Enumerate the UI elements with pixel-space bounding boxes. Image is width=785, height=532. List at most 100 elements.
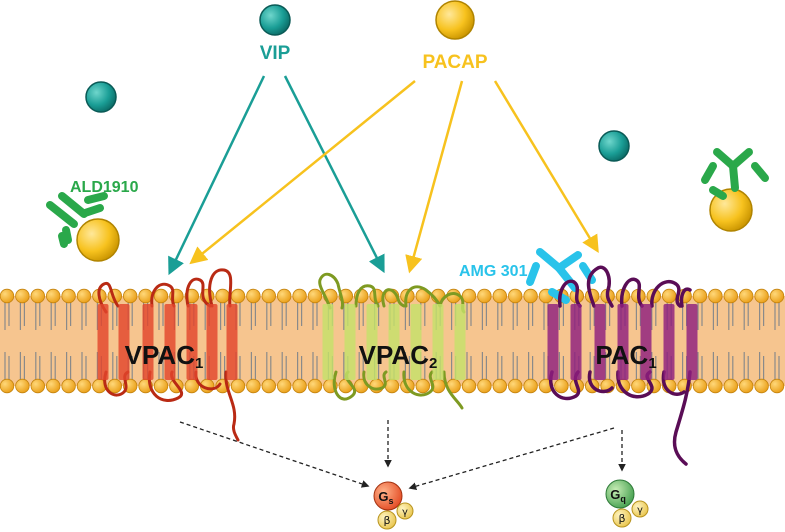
vpac1-label: VPAC1 bbox=[125, 340, 204, 372]
lipid-head bbox=[692, 288, 708, 304]
lipid-tail bbox=[743, 352, 749, 380]
lipid-tail bbox=[497, 302, 503, 330]
lipid-head bbox=[461, 288, 477, 304]
lipid-head bbox=[0, 378, 15, 394]
gs-protein: Gs β γ bbox=[373, 481, 414, 530]
lipid-head bbox=[0, 288, 15, 304]
lipid-tail bbox=[281, 352, 287, 380]
lipid-tail bbox=[50, 302, 56, 330]
vpac2-label: VPAC2 bbox=[359, 340, 438, 372]
gq-alpha-subunit bbox=[605, 479, 635, 509]
lipid-tail bbox=[481, 302, 487, 330]
lipid-tail bbox=[466, 302, 472, 330]
pac1-to-gs-arrow bbox=[408, 427, 615, 490]
gq-gamma-subunit bbox=[631, 500, 649, 518]
transmembrane-helix bbox=[206, 304, 218, 380]
lipid-head bbox=[292, 378, 307, 394]
lipid-tail bbox=[19, 352, 25, 380]
pacap-to-pac1-arrow bbox=[493, 80, 599, 253]
lipid-head bbox=[15, 378, 30, 394]
lipid-tail bbox=[312, 302, 318, 330]
antibody-shape bbox=[46, 192, 108, 248]
lipid-head bbox=[122, 288, 138, 304]
lipid-head bbox=[492, 288, 508, 304]
lipid-tail bbox=[35, 302, 41, 330]
transmembrane-helix bbox=[454, 304, 466, 380]
ald1910-antibody bbox=[46, 192, 120, 262]
lipid-tail bbox=[112, 352, 118, 380]
lipid-head bbox=[215, 288, 230, 304]
lipid-tail bbox=[66, 302, 72, 330]
gq-beta-subunit bbox=[612, 508, 632, 528]
transmembrane-helix bbox=[226, 304, 238, 380]
lipid-head bbox=[230, 288, 246, 304]
lipid-head bbox=[30, 288, 46, 304]
lipid-head bbox=[307, 288, 323, 304]
lipid-tail bbox=[250, 352, 256, 380]
lipid-tail bbox=[728, 302, 734, 330]
lipid-head bbox=[523, 378, 538, 394]
lipid-head bbox=[631, 378, 646, 394]
lipid-head bbox=[754, 288, 769, 304]
lipid-head bbox=[76, 378, 92, 394]
lipid-tail bbox=[512, 302, 518, 330]
pacap-label: PACAP bbox=[422, 52, 487, 73]
lipid-tail bbox=[312, 352, 318, 380]
lipid-head bbox=[708, 288, 723, 304]
lipid-head bbox=[769, 288, 785, 304]
lipid-tail bbox=[728, 352, 734, 380]
gs-beta-subunit bbox=[377, 510, 397, 530]
transmembrane-helix bbox=[142, 304, 154, 380]
transmembrane-helix bbox=[663, 304, 675, 380]
lipid-head bbox=[477, 288, 492, 304]
amg301-label: AMG 301 bbox=[459, 263, 528, 280]
lipid-tail bbox=[759, 352, 765, 380]
lipid-tail bbox=[266, 302, 272, 330]
lipid-head bbox=[46, 288, 61, 304]
ligand-binding-arrows bbox=[168, 75, 599, 276]
pacap-to-vpac2-arrow bbox=[405, 80, 464, 274]
lipid-head bbox=[261, 288, 277, 304]
gq-beta-label: β bbox=[618, 512, 625, 525]
transmembrane-helix bbox=[97, 304, 109, 380]
transmembrane-helix bbox=[547, 304, 559, 380]
vpac2-loops bbox=[318, 272, 466, 410]
lipid-head bbox=[153, 378, 169, 394]
lipid-head bbox=[523, 288, 538, 304]
transmembrane-helix bbox=[118, 304, 130, 380]
lipid-head bbox=[461, 378, 477, 394]
transmembrane-helix bbox=[617, 304, 629, 380]
lipid-tail bbox=[281, 302, 287, 330]
lipid-head bbox=[477, 378, 492, 394]
lipid-head bbox=[723, 378, 739, 394]
lipid-tail bbox=[697, 302, 703, 330]
pac1-label: PAC1 bbox=[595, 340, 656, 372]
lipid-tail bbox=[528, 352, 534, 380]
pacap-molecule bbox=[435, 0, 475, 40]
lipid-tail bbox=[250, 302, 256, 330]
ald1910-antibody-right bbox=[701, 148, 769, 232]
lipid-head bbox=[508, 288, 523, 304]
lipid-tail bbox=[35, 352, 41, 380]
lipid-tail bbox=[605, 352, 611, 380]
pac1-helices bbox=[547, 304, 698, 380]
lipid-head bbox=[662, 288, 677, 304]
lipid-head bbox=[277, 378, 292, 394]
lipid-tail bbox=[19, 302, 25, 330]
transmembrane-helix bbox=[366, 304, 378, 380]
lipid-head bbox=[153, 288, 169, 304]
gs-alpha-subunit bbox=[373, 481, 403, 511]
lipid-head bbox=[307, 378, 323, 394]
lipid-tail bbox=[497, 352, 503, 380]
lipid-tail bbox=[297, 352, 303, 380]
pacap-to-vpac1-arrow bbox=[189, 80, 416, 265]
gs-gamma-label: γ bbox=[402, 507, 408, 518]
lipid-tail bbox=[712, 352, 718, 380]
transmembrane-helix bbox=[322, 304, 334, 380]
pacap-molecule-bound bbox=[76, 218, 120, 262]
lipid-tail bbox=[774, 302, 780, 330]
lipid-head bbox=[246, 378, 261, 394]
lipid-head bbox=[277, 288, 292, 304]
vip-to-vpac1-arrow bbox=[168, 75, 266, 276]
gq-gamma-label: γ bbox=[637, 505, 643, 516]
